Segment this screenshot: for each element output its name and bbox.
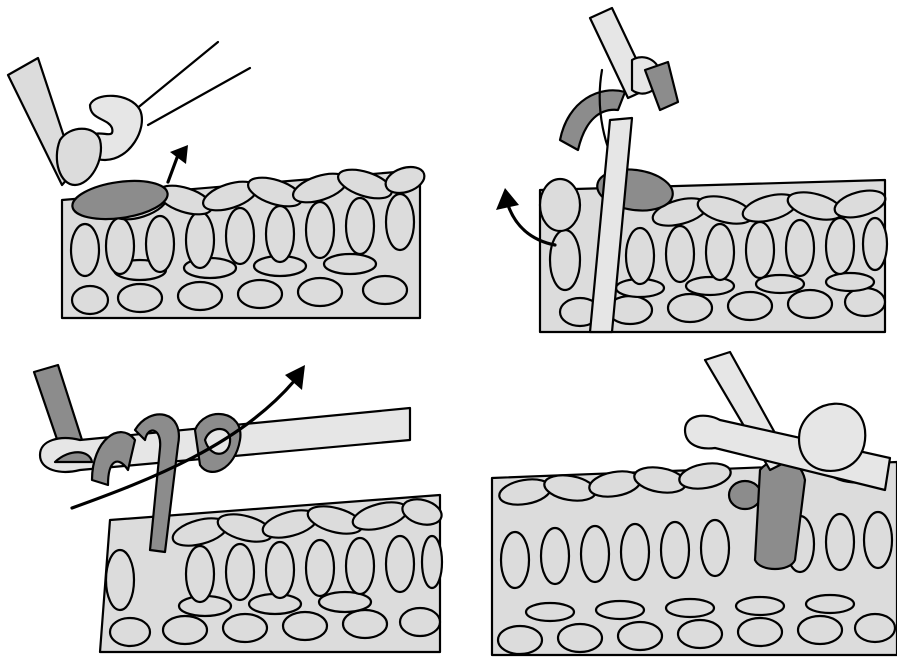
panel-step-2 <box>496 8 888 332</box>
panel-step-1 <box>8 42 428 318</box>
crochet-fabric-3 <box>100 495 444 652</box>
direction-arrow-1 <box>168 145 188 182</box>
panel-step-4 <box>492 352 897 655</box>
panel-step-3 <box>34 365 444 652</box>
crochet-fabric-1 <box>62 162 428 318</box>
edge-loop <box>540 179 580 231</box>
loop-on-hook <box>57 129 101 185</box>
dark-knot <box>729 481 761 509</box>
crochet-hook-1 <box>57 42 250 185</box>
working-yarn <box>34 365 82 448</box>
crochet-fabric-4 <box>492 454 897 655</box>
loop-over-hook <box>799 404 865 471</box>
